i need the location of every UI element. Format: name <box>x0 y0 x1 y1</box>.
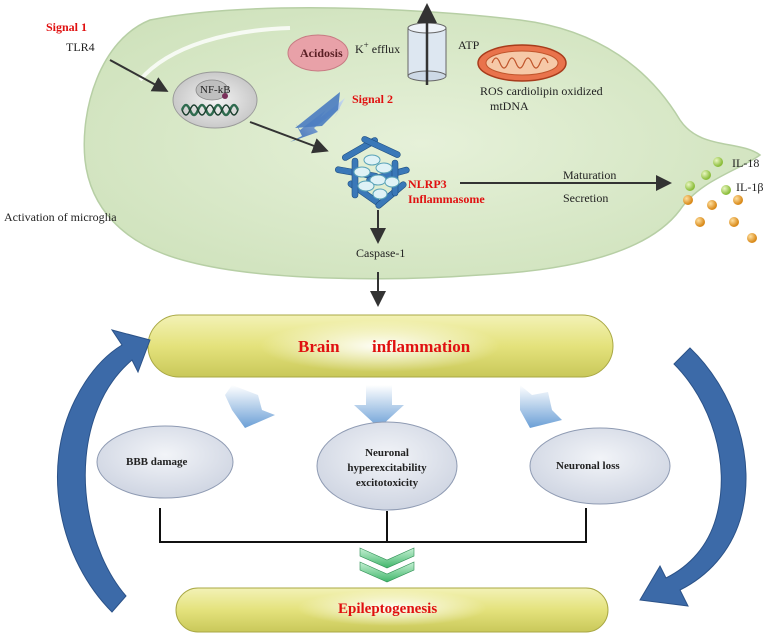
nucleus-to-nlrp3-arrow <box>249 121 329 154</box>
nfkb-label: NF-kB <box>200 84 231 96</box>
cell-highlight <box>138 26 291 82</box>
neuronal-loss-oval <box>529 427 671 505</box>
il18-label: IL-18 <box>732 156 760 170</box>
k-efflux-label: K+ efflux <box>355 38 400 56</box>
effect-arrows <box>225 385 562 428</box>
microglia-cell <box>83 7 762 280</box>
il1b-label: IL-1β <box>736 180 764 194</box>
neuronal-label-line3: excitotoxicity <box>355 477 419 489</box>
left-feedback-arrow-icon <box>57 329 151 613</box>
activation-label: Activation of microglia <box>4 210 117 224</box>
signal1-label: Signal 1 <box>46 20 88 34</box>
epileptogenesis-label: Epileptogenesis <box>338 601 438 617</box>
neuronal-hyperexcitability-oval <box>316 421 458 511</box>
neuronal-loss-label: Neuronal loss <box>556 460 620 472</box>
neuronal-label-line2: hyperexcitability <box>347 462 427 474</box>
mitochondrion-icon <box>477 44 567 82</box>
cytokine-particles <box>683 157 757 243</box>
ros-label-line2: mtDNA <box>490 99 529 113</box>
brain-label-word1: Brain <box>298 337 340 356</box>
atp-label: ATP <box>458 38 480 52</box>
caspase-label: Caspase-1 <box>356 246 406 260</box>
secretion-label: Secretion <box>563 191 609 205</box>
neuronal-label-line1: Neuronal <box>365 447 409 459</box>
right-feedback-arrow-icon <box>639 347 747 607</box>
chevron-down-icon <box>359 547 415 583</box>
nlrp3-inflammasome-icon <box>334 136 410 209</box>
maturation-label: Maturation <box>563 168 617 182</box>
k-superscript: + <box>363 40 369 50</box>
brain-inflammation-glow <box>260 320 500 372</box>
effects-bracket <box>159 508 587 543</box>
k-efflux-suffix: efflux <box>371 42 401 56</box>
ros-label-line1: ROS cardiolipin oxidized <box>480 84 603 98</box>
bbb-damage-label: BBB damage <box>126 456 188 468</box>
tlr4-label: TLR4 <box>66 40 95 54</box>
nlrp3-label-line2: Inflammasome <box>408 192 485 206</box>
nucleus-icon <box>172 71 258 129</box>
atp-channel-icon <box>407 3 447 85</box>
nlrp3-label-line1: NLRP3 <box>408 177 447 191</box>
k-label: K <box>355 42 364 56</box>
signal2-label: Signal 2 <box>352 92 394 106</box>
brain-label-word2: inflammation <box>372 337 471 356</box>
signal2-arrowhead <box>295 92 340 128</box>
acidosis-label: Acidosis <box>300 46 343 60</box>
bbb-damage-oval <box>96 425 234 499</box>
acidosis-oval <box>287 34 349 72</box>
epileptogenesis-glow <box>297 590 487 626</box>
signal1-arrow <box>109 59 169 92</box>
